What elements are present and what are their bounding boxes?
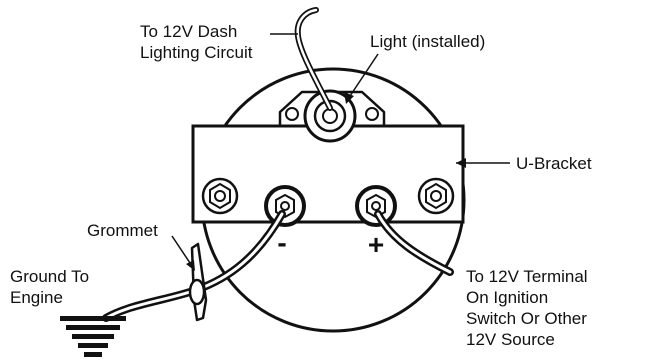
- positive-terminal: [355, 185, 397, 227]
- label-12v-terminal-line-1: To 12V Terminal: [466, 267, 588, 286]
- right-mounting-nut: [417, 177, 455, 215]
- leader-light: [344, 53, 379, 104]
- positive-wire: [374, 210, 454, 276]
- label-light: Light (installed): [370, 32, 485, 51]
- negative-sign: -: [277, 227, 286, 258]
- label-dash-lighting-line-2: Lighting Circuit: [140, 43, 253, 62]
- label-ground-line-2: Engine: [10, 288, 63, 307]
- label-u-bracket: U-Bracket: [516, 154, 592, 173]
- label-ground-line-1: Ground To: [10, 267, 89, 286]
- label-grommet: Grommet: [87, 221, 158, 240]
- leader-grommet: [171, 235, 195, 271]
- leader-u-bracket: [456, 158, 510, 168]
- positive-sign: +: [368, 229, 384, 260]
- label-12v-terminal: To 12V Terminal On Ignition Switch Or Ot…: [466, 267, 588, 349]
- label-12v-terminal-line-2: On Ignition: [466, 288, 548, 307]
- label-12v-terminal-line-4: 12V Source: [466, 330, 555, 349]
- left-mounting-nut: [201, 177, 239, 215]
- label-dash-lighting-line-1: To 12V Dash: [140, 22, 237, 41]
- grommet: [188, 242, 208, 322]
- ground-symbol: [60, 316, 126, 357]
- label-ground: Ground To Engine: [10, 267, 89, 307]
- label-dash-lighting: To 12V Dash Lighting Circuit: [140, 22, 253, 62]
- dash-lighting-wire: [294, 7, 333, 111]
- negative-terminal: [264, 185, 306, 227]
- label-12v-terminal-line-3: Switch Or Other: [466, 309, 587, 328]
